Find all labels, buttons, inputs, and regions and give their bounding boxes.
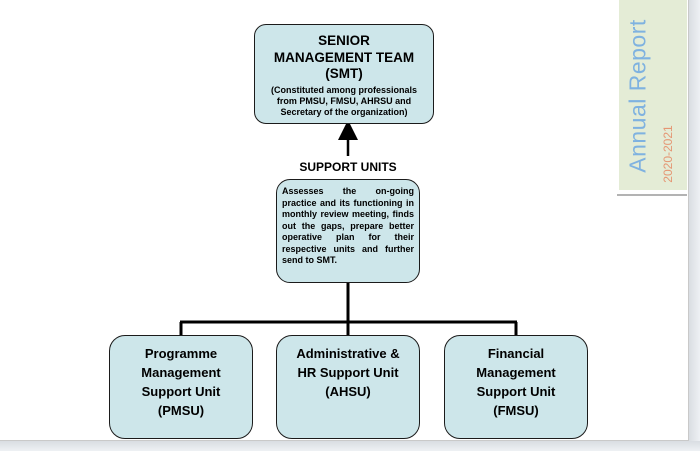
fmsu-line: Management xyxy=(476,365,556,380)
support-units-box: Assesses the on-going practice and its f… xyxy=(276,179,420,283)
connector-lines xyxy=(179,120,518,336)
pmsu-line: Support Unit xyxy=(141,384,221,399)
smt-note-line: from PMSU, FMSU, AHRSU and xyxy=(276,95,412,106)
pmsu-line: Programme xyxy=(144,346,218,361)
support-units-description: Assesses the on-going practice and its f… xyxy=(282,186,414,265)
ahsu-line: Administrative & xyxy=(296,346,400,361)
pmsu-box: Programme Management Support Unit (PMSU) xyxy=(109,335,253,439)
smt-note-line: Secretary of the organization) xyxy=(280,106,408,117)
fmsu-line: Financial xyxy=(487,346,545,361)
ahsu-line: HR Support Unit xyxy=(297,365,399,380)
annual-report-banner xyxy=(619,0,687,190)
ahsu-box: Administrative & HR Support Unit (AHSU) xyxy=(276,335,420,439)
fmsu-box: Financial Management Support Unit (FMSU) xyxy=(444,335,588,439)
pmsu-line: Management xyxy=(141,365,221,380)
smt-title-line: MANAGEMENT TEAM xyxy=(273,49,415,65)
window-edge-right xyxy=(689,0,700,451)
ahsu-line: (AHSU) xyxy=(325,384,371,399)
support-units-label: SUPPORT UNITS xyxy=(299,160,397,174)
smt-title-line: SENIOR xyxy=(318,33,370,48)
banner-divider xyxy=(617,194,687,196)
smt-title-line: (SMT) xyxy=(325,66,363,81)
window-edge-bottom xyxy=(0,441,700,451)
fmsu-line: (FMSU) xyxy=(493,403,539,418)
smt-title: SENIOR MANAGEMENT TEAM (SMT) xyxy=(255,33,433,83)
smt-note: (Constituted among professionals from PM… xyxy=(255,85,433,118)
fmsu-line: Support Unit xyxy=(476,384,556,399)
pmsu-line: (PMSU) xyxy=(157,403,205,418)
smt-note-line: (Constituted among professionals xyxy=(270,84,417,95)
smt-box: SENIOR MANAGEMENT TEAM (SMT) (Constitute… xyxy=(254,24,434,124)
report-page: Annual Report 2020-2021 SENIOR MANAGEMEN… xyxy=(0,0,689,441)
